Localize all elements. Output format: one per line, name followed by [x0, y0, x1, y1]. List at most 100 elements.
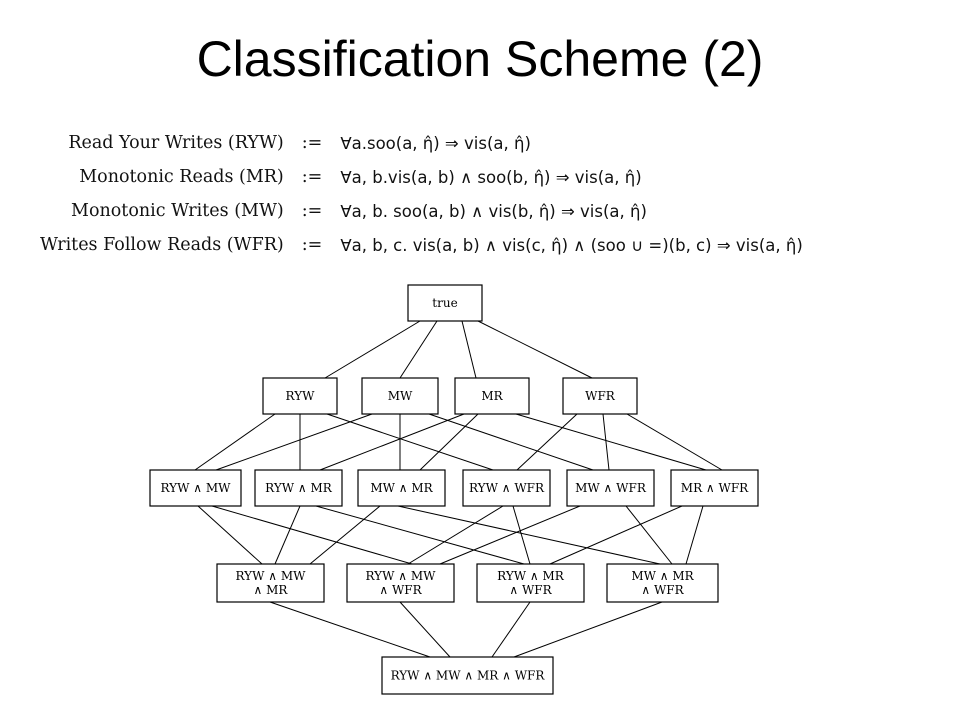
node-label: ∧ WFR	[641, 583, 684, 597]
node-all: RYW ∧ MW ∧ MR ∧ WFR	[381, 656, 554, 695]
node-label: RYW ∧ MR	[265, 481, 333, 495]
node-label: RYW ∧ MW ∧ MR ∧ WFR	[391, 669, 546, 683]
node-box	[454, 377, 530, 415]
edge-mr-wfr-to-mw-mr-wfr	[685, 505, 704, 565]
node-label: MR ∧ WFR	[681, 481, 749, 495]
edge-mw-mr-wfr-to-all	[513, 601, 663, 658]
node-box	[606, 563, 719, 603]
node-ryw-mw-mr: RYW ∧ MW∧ MR	[216, 563, 325, 603]
definition-row: Writes Follow Reads (WFR) := ∀a, b, c. v…	[40, 228, 803, 262]
edge-ryw-to-ryw-mw	[194, 413, 276, 471]
edge-mr-to-ryw-mr	[319, 413, 465, 471]
node-label: MW	[388, 389, 413, 403]
edge-mr-to-mr-wfr	[515, 413, 707, 471]
definitions-table: Read Your Writes (RYW) := ∀a.soo(a, η̂) …	[40, 126, 803, 262]
edge-wfr-to-mr-wfr	[626, 413, 723, 471]
node-box	[562, 377, 638, 415]
node-label: ∧ WFR	[379, 583, 422, 597]
edge-true-to-ryw	[324, 320, 421, 379]
definition-row: Monotonic Reads (MR) := ∀a, b.vis(a, b) …	[40, 160, 803, 194]
definition-formula: ∀a, b.vis(a, b) ∧ soo(b, η̂) ⇒ vis(a, η̂…	[340, 167, 642, 187]
node-label: MW ∧ MR	[370, 481, 433, 495]
node-true: true	[407, 284, 483, 322]
node-box	[346, 563, 455, 603]
definition-name: Monotonic Writes (MW)	[71, 201, 284, 221]
definition-operator: :=	[301, 167, 323, 187]
node-box	[361, 377, 439, 415]
edge-mr-to-mw-mr	[419, 413, 479, 471]
node-ryw-mw: RYW ∧ MW	[149, 469, 242, 507]
node-box	[476, 563, 585, 603]
edge-ryw-wfr-to-ryw-mw-wfr	[407, 505, 504, 565]
edge-wfr-to-ryw-wfr	[516, 413, 578, 471]
node-box	[254, 469, 343, 507]
node-box	[149, 469, 242, 507]
node-label: RYW ∧ MW	[366, 569, 437, 583]
definition-formula: ∀a.soo(a, η̂) ⇒ vis(a, η̂)	[340, 133, 531, 153]
node-ryw: RYW	[262, 377, 338, 415]
edge-ryw-mr-to-ryw-mw-mr	[274, 505, 301, 565]
node-label: MR	[481, 389, 503, 403]
node-mw-mr: MW ∧ MR	[357, 469, 446, 507]
node-mw: MW	[361, 377, 439, 415]
edge-ryw-wfr-to-ryw-mr-wfr	[512, 505, 531, 565]
edge-true-to-mr	[461, 320, 477, 379]
node-mw-mr-wfr: MW ∧ MR∧ WFR	[606, 563, 719, 603]
node-ryw-mr: RYW ∧ MR	[254, 469, 343, 507]
edge-wfr-to-mw-wfr	[602, 413, 610, 471]
edge-ryw-to-ryw-wfr	[326, 413, 494, 471]
node-wfr: WFR	[562, 377, 638, 415]
edge-true-to-wfr	[477, 320, 593, 379]
definition-formula: ∀a, b. soo(a, b) ∧ vis(b, η̂) ⇒ vis(a, η…	[340, 201, 647, 221]
definition-operator: :=	[301, 201, 323, 221]
edge-true-to-mw	[399, 320, 438, 379]
node-mr: MR	[454, 377, 530, 415]
edge-mr-wfr-to-ryw-mr-wfr	[549, 505, 683, 565]
definition-name: Monotonic Reads (MR)	[79, 167, 284, 187]
edge-mw-to-mw-wfr	[428, 413, 594, 471]
node-label: RYW	[286, 389, 316, 403]
node-label: MW ∧ MR	[631, 569, 694, 583]
node-mr-wfr: MR ∧ WFR	[670, 469, 759, 507]
edge-mw-mr-to-ryw-mw-mr	[309, 505, 381, 565]
edge-mw-to-ryw-mw	[215, 413, 373, 471]
node-box	[357, 469, 446, 507]
definition-name: Writes Follow Reads (WFR)	[40, 235, 284, 255]
node-ryw-wfr: RYW ∧ WFR	[462, 469, 551, 507]
node-box	[216, 563, 325, 603]
node-box	[381, 656, 554, 695]
edge-ryw-mw-to-ryw-mw-wfr	[211, 505, 413, 565]
definition-row: Read Your Writes (RYW) := ∀a.soo(a, η̂) …	[40, 126, 803, 160]
node-mw-wfr: MW ∧ WFR	[566, 469, 655, 507]
node-label: RYW ∧ WFR	[469, 481, 545, 495]
edge-ryw-mw-mr-to-all	[269, 601, 431, 658]
node-ryw-mr-wfr: RYW ∧ MR∧ WFR	[476, 563, 585, 603]
node-label: WFR	[585, 389, 616, 403]
definition-name: Read Your Writes (RYW)	[68, 133, 284, 153]
node-label: RYW ∧ MR	[497, 569, 565, 583]
node-box	[670, 469, 759, 507]
definition-operator: :=	[301, 235, 323, 255]
definition-formula: ∀a, b, c. vis(a, b) ∧ vis(c, η̂) ∧ (soo …	[340, 235, 803, 255]
definition-operator: :=	[301, 133, 323, 153]
node-label: true	[432, 296, 457, 310]
node-label: MW ∧ WFR	[575, 481, 647, 495]
node-box	[407, 284, 483, 322]
node-box	[462, 469, 551, 507]
definition-row: Monotonic Writes (MW) := ∀a, b. soo(a, b…	[40, 194, 803, 228]
edge-mw-wfr-to-ryw-mw-wfr	[439, 505, 581, 565]
lattice-edges	[194, 320, 723, 658]
node-label: RYW ∧ MW	[161, 481, 232, 495]
node-label: ∧ WFR	[509, 583, 552, 597]
node-label: RYW ∧ MW	[236, 569, 307, 583]
node-box	[262, 377, 338, 415]
edge-mw-mr-to-mw-mr-wfr	[397, 505, 661, 565]
edge-ryw-mw-to-ryw-mw-mr	[197, 505, 263, 565]
edge-ryw-mr-wfr-to-all	[491, 601, 531, 658]
edge-mw-wfr-to-mw-mr-wfr	[625, 505, 673, 565]
node-box	[566, 469, 655, 507]
node-label: ∧ MR	[254, 583, 289, 597]
node-ryw-mw-wfr: RYW ∧ MW∧ WFR	[346, 563, 455, 603]
